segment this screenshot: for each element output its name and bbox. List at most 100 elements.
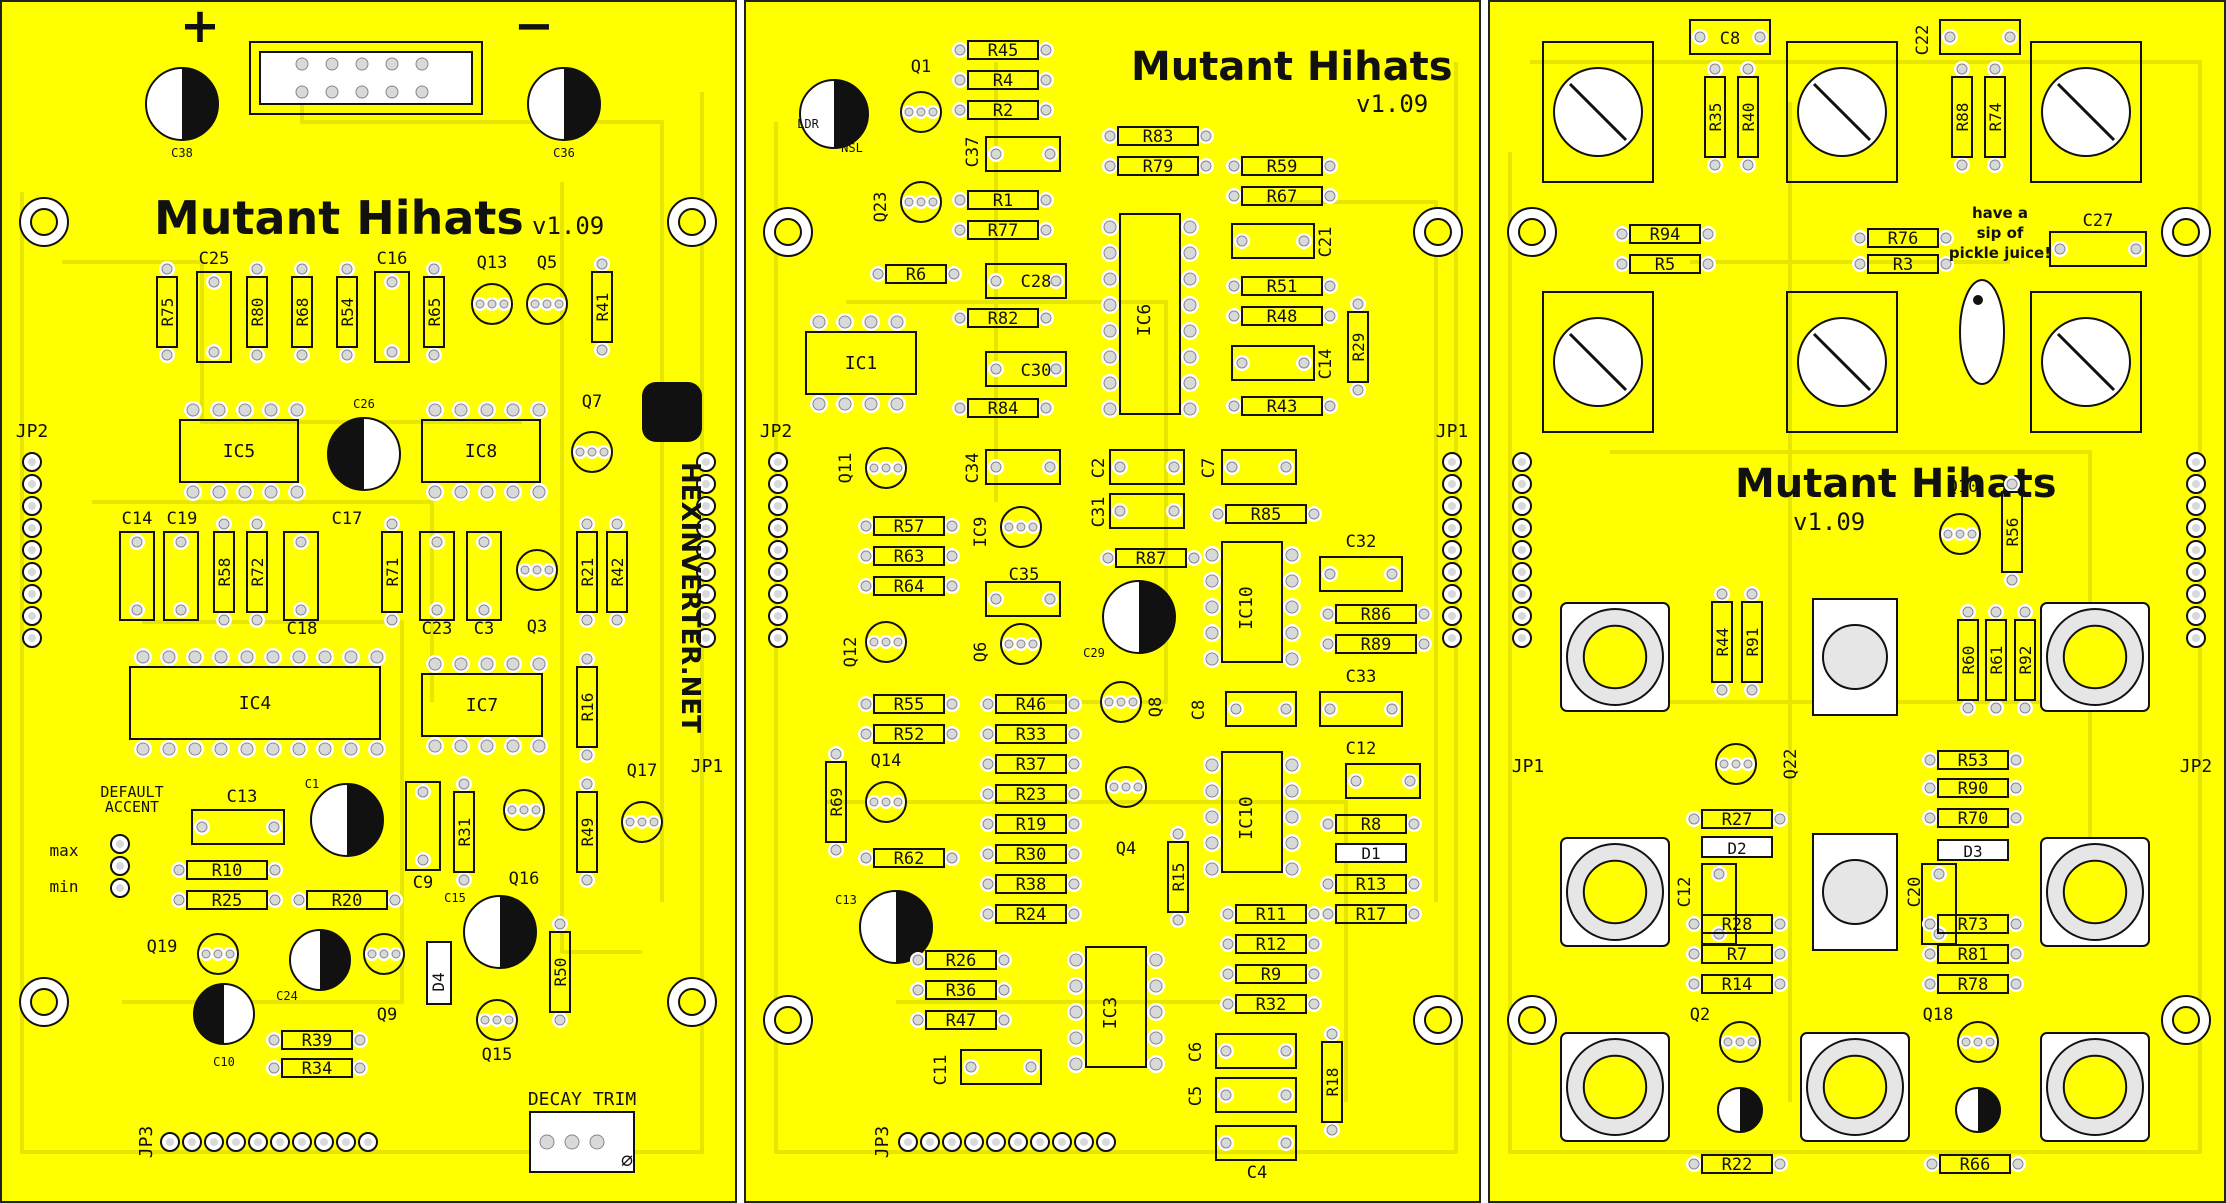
capacitor-label: C20 <box>1905 877 1925 908</box>
solder-pad <box>990 275 1002 287</box>
resistor-body <box>995 814 1067 834</box>
max-label: max <box>50 841 79 860</box>
resistor-label: R34 <box>302 1059 333 1079</box>
solder-pad <box>2004 31 2016 43</box>
solder-pad <box>480 485 494 499</box>
resistor-label: R14 <box>1722 975 1753 995</box>
ic-outline <box>805 331 917 395</box>
header-pin-hole <box>1448 524 1456 532</box>
board-version: v1.09 <box>1356 90 1428 118</box>
resistor-body <box>1235 964 1307 984</box>
solder-pad <box>478 604 490 616</box>
solder-pad <box>370 650 384 664</box>
solder-pad <box>1103 402 1117 416</box>
solder-pad <box>954 224 966 236</box>
solder-pad <box>1004 522 1014 532</box>
solder-pad <box>532 657 546 671</box>
solder-pad <box>1719 759 1729 769</box>
header-pin-hole <box>774 568 782 576</box>
resistor-label: R62 <box>894 849 925 869</box>
resistor-label: R7 <box>1727 945 1747 965</box>
resistor-body <box>549 931 571 1013</box>
resistor-label: R59 <box>1267 157 1298 177</box>
solder-pad <box>1298 357 1310 369</box>
resistor-label: R86 <box>1361 605 1392 625</box>
solder-pad <box>2019 702 2031 714</box>
capacitor-body <box>1345 763 1421 799</box>
mounting-hole-inner <box>30 988 58 1016</box>
capacitor-label: C33 <box>1346 667 1377 687</box>
header-pin-hole <box>116 840 124 848</box>
solder-pad <box>893 463 903 473</box>
resistor-body <box>1167 841 1189 913</box>
cap-polarity-fill <box>1740 1088 1762 1132</box>
solder-pad <box>948 268 960 280</box>
ic-outline <box>129 666 381 740</box>
solder-pad <box>354 1034 366 1046</box>
solder-pad <box>881 463 891 473</box>
resistor-body <box>1241 306 1323 326</box>
resistor-label: R37 <box>1016 755 1047 775</box>
solder-pad <box>136 742 150 756</box>
solder-pad <box>175 604 187 616</box>
solder-pad <box>1200 160 1212 172</box>
solder-pad <box>1774 1158 1786 1170</box>
resistor-label: R28 <box>1722 915 1753 935</box>
header-pin-hole <box>188 1138 196 1146</box>
capacitor-label: C12 <box>1675 877 1695 908</box>
solder-pad <box>1040 224 1052 236</box>
header-pin-hole <box>1518 612 1526 620</box>
solder-pad <box>581 778 593 790</box>
solder-pad <box>1989 159 2001 171</box>
pot-shaft <box>1582 859 1648 925</box>
solder-pad <box>1220 1045 1232 1057</box>
solder-pad <box>1961 1037 1971 1047</box>
capacitor-label: C32 <box>1346 532 1377 552</box>
resistor-label: R71 <box>383 558 402 587</box>
solder-pad <box>838 397 852 411</box>
solder-pad <box>912 1014 924 1026</box>
header-pin-hole <box>342 1138 350 1146</box>
transistor-outline <box>363 933 405 975</box>
solder-pad <box>1747 1037 1757 1047</box>
solder-pad <box>1280 703 1292 715</box>
solder-pad <box>1205 626 1219 640</box>
solder-pad <box>530 299 540 309</box>
capacitor-body <box>960 1049 1042 1085</box>
header-pin-hole <box>774 524 782 532</box>
resistor-label: R85 <box>1251 505 1282 525</box>
resistor-body <box>1321 1041 1343 1123</box>
trimmer-outline <box>2030 41 2142 183</box>
solder-pad <box>188 742 202 756</box>
resistor-label: R43 <box>1267 397 1298 417</box>
ic-outline <box>1119 213 1181 415</box>
transistor-label: Q19 <box>147 937 178 957</box>
solder-pad <box>1114 505 1126 517</box>
solder-pad <box>1103 272 1117 286</box>
solder-pad <box>990 593 1002 605</box>
resistor-label: R60 <box>1959 646 1978 675</box>
solder-pad <box>389 894 401 906</box>
solder-pad <box>1205 836 1219 850</box>
solder-pad <box>1280 461 1292 473</box>
transistor-outline <box>621 801 663 843</box>
board-version: v1.09 <box>532 212 604 240</box>
header-pin-hole <box>774 480 782 488</box>
solder-pad <box>1205 574 1219 588</box>
resistor-label: R35 <box>1706 103 1725 132</box>
resistor-label: R21 <box>578 558 597 587</box>
header-pin-hole <box>2192 568 2200 576</box>
jp-label: JP1 <box>1436 421 1469 442</box>
resistor-label: R58 <box>215 558 234 587</box>
capacitor-body <box>1319 691 1403 727</box>
solder-pad <box>173 864 185 876</box>
diode-body <box>1701 836 1773 858</box>
solder-pad <box>296 349 308 361</box>
solder-pad <box>504 1015 514 1025</box>
solder-pad <box>1149 1005 1163 1019</box>
capacitor-label: C38 <box>171 146 193 160</box>
pot-shaft <box>1582 624 1648 690</box>
solder-pad <box>1716 684 1728 696</box>
solder-pad <box>520 565 530 575</box>
